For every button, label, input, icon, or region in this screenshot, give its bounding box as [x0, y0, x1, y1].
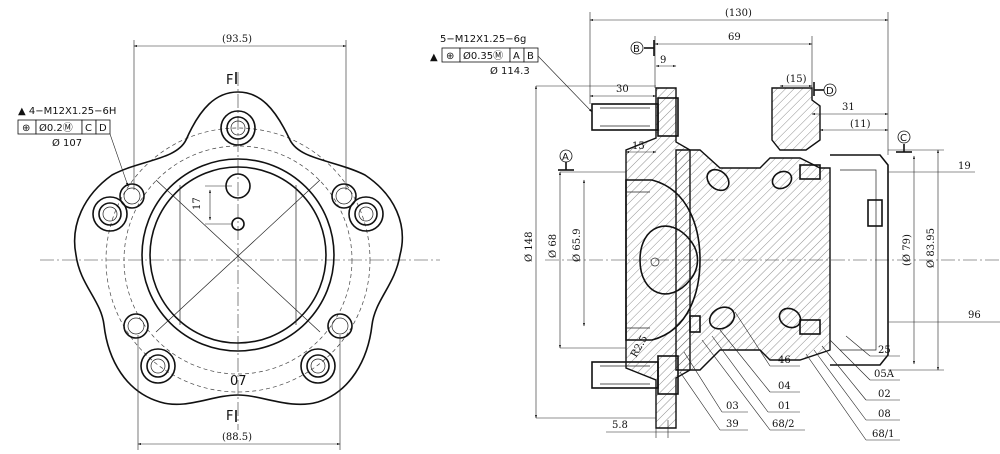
pcd-circle — [105, 127, 371, 393]
part-label: 04 — [778, 381, 791, 392]
section-fcf-tolerance: Ø0.35Ⓜ — [463, 50, 503, 62]
front-fcf-tolerance: Ø0.2Ⓜ — [39, 122, 73, 134]
part-leaders — [679, 311, 900, 441]
stud-upper — [591, 97, 679, 137]
datum-c: C — [900, 133, 907, 144]
section-fcf-ref-a: A — [513, 51, 520, 62]
bore-cross-b — [155, 179, 321, 333]
cup-inner — [840, 169, 877, 351]
bearing-upper-balls — [706, 168, 793, 192]
part-label: 08 — [878, 409, 891, 420]
front-thread-callout: ▲ 4−M12X1.25−6H — [18, 106, 116, 117]
section-fcf: ▲ ⊕ Ø0.35Ⓜ A B — [430, 47, 539, 63]
pilot-bore-lines — [626, 191, 650, 329]
dim-659-label: Ø 65.9 — [572, 228, 583, 262]
datum-d-bubble — [823, 83, 837, 97]
dim-15a-label: (15) — [786, 74, 807, 85]
section-mark-bottom: F — [226, 409, 233, 424]
part-label: 68/2 — [772, 419, 794, 430]
flange-section — [625, 87, 691, 429]
dome-mark — [650, 257, 660, 267]
inner-pcd-circle — [123, 145, 353, 375]
part-label: 39 — [726, 419, 739, 430]
part-labels: 46 04 01 68/2 03 39 25 05A 02 08 68/1 — [726, 345, 895, 440]
datum-a: A — [562, 152, 569, 163]
mark-07: 07 — [230, 374, 247, 389]
dim-19-label: 19 — [958, 161, 971, 172]
datum-c-bubble — [897, 130, 911, 144]
part-label: 46 — [778, 355, 791, 366]
part-label: 05A — [874, 369, 895, 380]
stud-hole-top — [220, 110, 256, 146]
dim-11-label: (11) — [850, 119, 871, 130]
threaded-hole-ll — [123, 313, 149, 339]
dim-68-label: Ø 68 — [548, 234, 559, 258]
dim-69-label: 69 — [728, 32, 741, 43]
stud-hole-left — [92, 196, 128, 232]
section-thread-callout: 5−M12X1.25−6g — [440, 34, 526, 45]
hub-dome — [639, 225, 699, 295]
section-pcd-label: Ø 114.3 — [490, 65, 530, 77]
hub-bore-inner — [149, 166, 327, 344]
dim-58-label: 5.8 — [612, 420, 628, 431]
front-leader — [109, 133, 129, 187]
dim-8395-label: Ø 83.95 — [926, 228, 937, 268]
stud-hole-bottom-left — [140, 348, 176, 384]
section-fcf-ref-b: B — [527, 51, 534, 62]
dim-bottom-label: (88.5) — [222, 432, 252, 443]
outer-cup — [830, 154, 889, 366]
front-fcf: ⊕ Ø0.2Ⓜ C D — [17, 119, 111, 135]
front-fcf-ref-d: D — [99, 123, 107, 134]
front-view: 17 (93.5) (88.5) F — [17, 34, 440, 450]
part-label: 03 — [726, 401, 739, 412]
pilot-bore — [625, 179, 701, 341]
section-fcf-flag: ▲ — [430, 52, 438, 63]
threaded-hole-ul — [119, 183, 145, 209]
seals — [689, 164, 821, 335]
stud-hole-bottom-right — [300, 348, 336, 384]
mount-upper — [771, 87, 821, 151]
front-pcd-label: Ø 107 — [52, 137, 82, 149]
dim-30-label: 30 — [616, 84, 629, 95]
front-fcf-ref-c: C — [85, 123, 92, 134]
dim-17-label: 17 — [192, 197, 203, 210]
dim-79-label: (Ø 79) — [902, 234, 913, 266]
datum-d: D — [826, 86, 834, 97]
dim-148-label: Ø 148 — [524, 232, 535, 262]
front-fcf-symbol: ⊕ — [22, 123, 30, 134]
dim-9-label: 9 — [660, 55, 666, 66]
flange-outline — [73, 91, 404, 406]
dim-130-label: (130) — [725, 8, 752, 19]
datum-b-bubble — [630, 41, 644, 55]
sensor-window — [867, 199, 883, 227]
dim-96-label: 96 — [968, 310, 981, 321]
section-mark-top: F — [226, 73, 233, 88]
hub-section — [675, 149, 831, 371]
part-label: 68/1 — [872, 429, 894, 440]
part-label: 01 — [778, 401, 791, 412]
part-label: 25 — [878, 345, 891, 356]
threaded-hole-lr — [327, 313, 353, 339]
section-leader — [537, 55, 593, 113]
dim-top-label: (93.5) — [222, 34, 252, 45]
stud-lower — [591, 355, 679, 395]
dim-15-label: 15 — [632, 141, 645, 152]
dim-31-label: 31 — [842, 102, 855, 113]
section-view: (130) 69 B 9 (15) D 30 31 (11) C — [430, 8, 1000, 441]
hub-bore-outer — [141, 158, 335, 352]
stud-hole-right — [348, 196, 384, 232]
part-label: 02 — [878, 389, 891, 400]
threaded-hole-ur — [331, 183, 357, 209]
section-fcf-symbol: ⊕ — [446, 51, 454, 62]
datum-b: B — [633, 44, 640, 55]
